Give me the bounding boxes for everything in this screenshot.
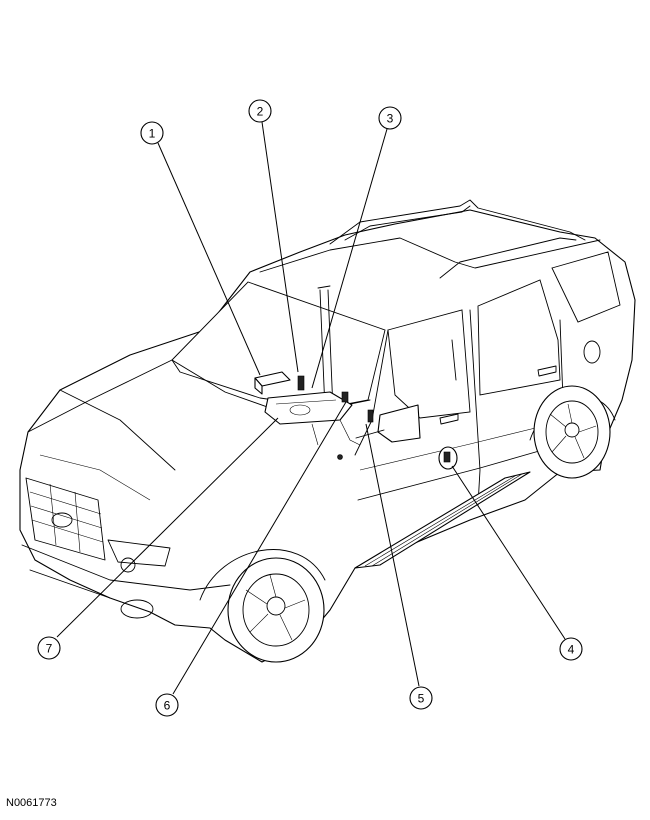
- leader-3: [311, 128, 388, 389]
- callout-3-number: 3: [387, 112, 394, 126]
- leader-7: [56, 417, 279, 638]
- leader-lines: [56, 121, 566, 695]
- callout-5-number: 5: [418, 692, 425, 706]
- leader-2: [261, 121, 299, 373]
- callout-2-number: 2: [257, 105, 264, 119]
- callout-3: 3: [378, 106, 402, 130]
- callout-7: 7: [37, 636, 61, 660]
- callout-5: 5: [409, 686, 433, 710]
- callout-6-number: 6: [164, 699, 171, 713]
- callout-6: 6: [155, 693, 179, 717]
- callout-4-number: 4: [568, 643, 575, 657]
- callout-7-number: 7: [46, 642, 53, 656]
- leader-4: [451, 465, 566, 640]
- callout-2: 2: [248, 99, 272, 123]
- vehicle-illustration: [19, 199, 636, 663]
- callout-1: 1: [140, 121, 164, 145]
- leader-6: [172, 401, 347, 695]
- figure-id-label: N0061773: [6, 797, 57, 809]
- callout-4: 4: [559, 637, 583, 661]
- leader-5: [365, 423, 420, 687]
- leader-1: [157, 142, 261, 376]
- callout-1-number: 1: [149, 127, 156, 141]
